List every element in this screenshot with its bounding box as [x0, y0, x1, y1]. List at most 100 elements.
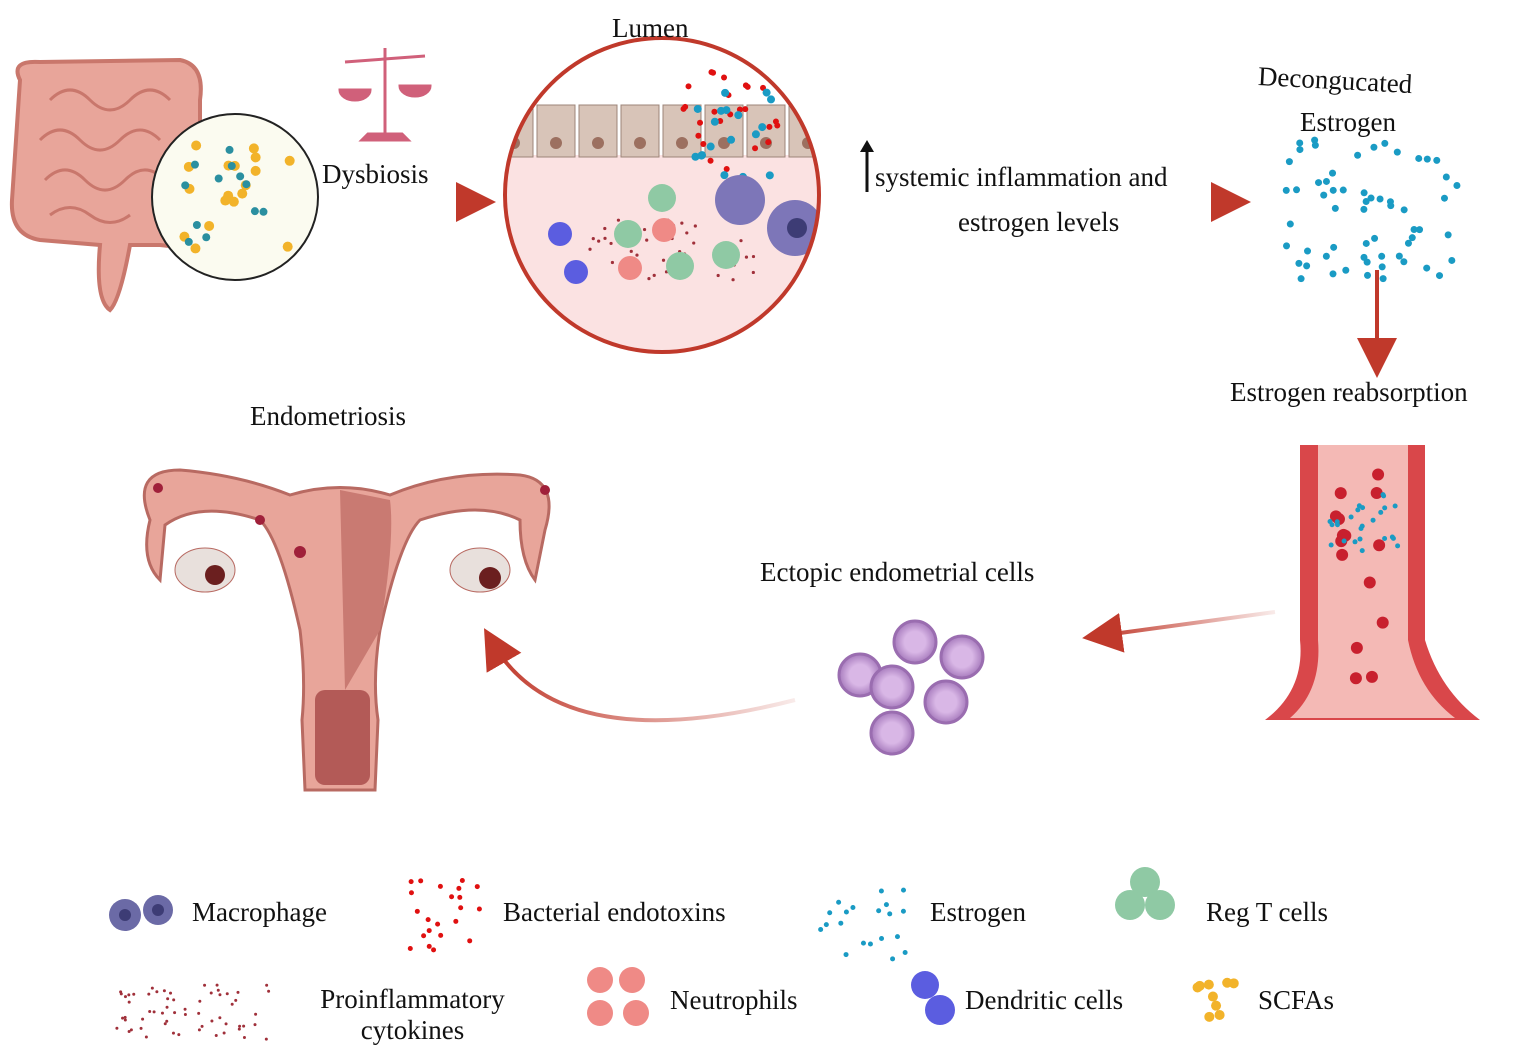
- dot: [250, 152, 261, 163]
- dot: [850, 904, 856, 910]
- dot: [121, 1016, 125, 1020]
- dot: [723, 166, 730, 173]
- dot: [1378, 252, 1386, 260]
- dot: [1355, 507, 1361, 513]
- dot: [710, 69, 717, 76]
- deconjugated-estrogen-dots: [1282, 136, 1461, 283]
- dot: [431, 947, 437, 953]
- dot: [218, 1016, 222, 1020]
- dot: [766, 123, 773, 130]
- dot: [169, 991, 173, 995]
- dot: [225, 145, 234, 154]
- dot: [476, 906, 482, 912]
- dot: [1283, 242, 1291, 250]
- dot: [200, 1024, 204, 1028]
- dot: [591, 236, 595, 241]
- estrogen-dots-icon: [818, 887, 908, 962]
- epithelial-cell: [578, 104, 618, 158]
- cell: [712, 241, 740, 269]
- dot: [742, 106, 749, 113]
- dot: [843, 909, 849, 915]
- cell: [634, 137, 646, 149]
- dot: [1370, 486, 1383, 499]
- dot: [152, 1010, 156, 1014]
- dot: [1363, 576, 1376, 589]
- dot: [1320, 191, 1328, 199]
- cell: [892, 619, 938, 665]
- dot: [827, 910, 833, 916]
- dot: [1357, 536, 1363, 542]
- dot: [751, 270, 755, 275]
- dot: [1204, 1011, 1215, 1022]
- cell: [548, 222, 572, 246]
- dot: [765, 171, 774, 180]
- epithelial-cell: [662, 104, 702, 158]
- dot: [1362, 198, 1370, 206]
- dot: [191, 140, 202, 151]
- dot: [1336, 529, 1349, 542]
- dot: [1400, 258, 1408, 266]
- dot: [894, 934, 900, 940]
- dot: [150, 986, 154, 990]
- dot: [218, 993, 222, 997]
- cell: [592, 137, 604, 149]
- dot: [751, 254, 756, 259]
- dot: [698, 151, 707, 160]
- dot: [407, 945, 413, 951]
- dot: [123, 1018, 127, 1022]
- dot: [162, 989, 166, 993]
- dot: [642, 227, 647, 232]
- dot: [438, 932, 444, 938]
- dot: [265, 983, 269, 987]
- ectopic-label: Ectopic endometrial cells: [760, 557, 1035, 587]
- dot: [267, 989, 271, 993]
- dot: [1207, 991, 1218, 1002]
- dot: [1382, 536, 1388, 542]
- dot: [1393, 148, 1401, 156]
- dot: [711, 108, 718, 115]
- dot: [190, 243, 201, 254]
- dot: [772, 118, 779, 125]
- dot: [184, 237, 193, 246]
- dot: [691, 152, 700, 161]
- dot: [165, 1019, 169, 1023]
- dot: [1315, 179, 1323, 187]
- dot: [141, 1017, 145, 1021]
- dot: [693, 224, 697, 228]
- dot: [259, 207, 268, 216]
- dot: [1203, 979, 1214, 990]
- dot: [1297, 275, 1305, 283]
- dot: [238, 1024, 242, 1028]
- dot: [1329, 169, 1337, 177]
- dot: [1365, 670, 1378, 683]
- dot: [1376, 616, 1389, 629]
- ectopic-endometrial-cells: [837, 619, 985, 756]
- dot: [1222, 977, 1233, 988]
- dot: [148, 1010, 152, 1014]
- dot: [744, 83, 751, 90]
- dot: [1400, 206, 1408, 214]
- dot: [284, 155, 295, 166]
- cell: [564, 260, 588, 284]
- dot: [1354, 151, 1362, 159]
- legend-endotoxins: Bacterial endotoxins: [503, 897, 726, 927]
- cell: [614, 220, 642, 248]
- epithelial-cell: [536, 104, 576, 158]
- dot: [1364, 271, 1372, 279]
- legend-cytokines: Proinflammatory cytokines: [320, 984, 505, 1046]
- dot: [1330, 243, 1338, 251]
- dot: [242, 1035, 246, 1039]
- dot: [421, 933, 427, 939]
- dot: [230, 1002, 234, 1006]
- dot: [197, 1011, 201, 1015]
- dot: [1356, 503, 1362, 509]
- dot: [203, 983, 207, 987]
- dot: [166, 997, 170, 1001]
- dot: [183, 1012, 187, 1016]
- dot: [183, 1007, 187, 1011]
- dot: [1444, 231, 1452, 239]
- dot: [758, 123, 767, 132]
- dot: [860, 940, 866, 946]
- dot: [1378, 263, 1386, 271]
- cell: [676, 137, 688, 149]
